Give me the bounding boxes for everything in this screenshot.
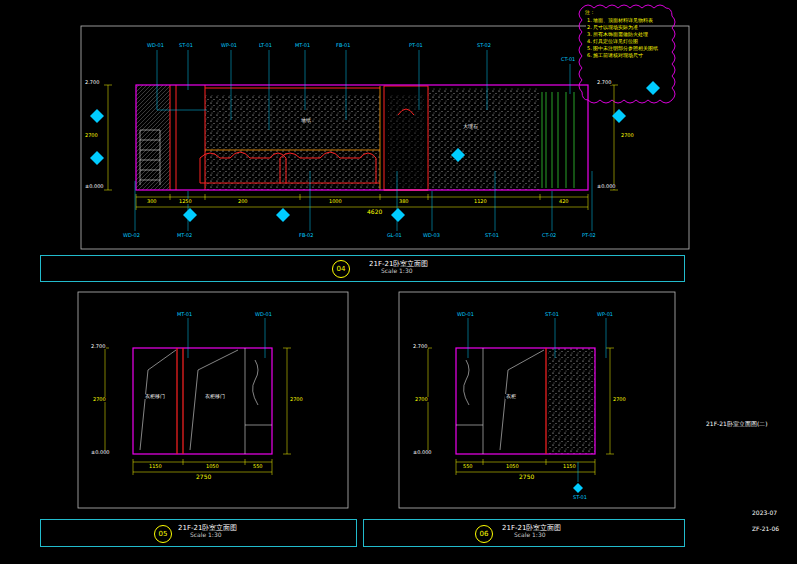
drawing-label: WD-03 bbox=[422, 233, 441, 238]
drawing-label: 550 bbox=[462, 464, 474, 469]
drawing-label: 2.700 bbox=[412, 344, 428, 349]
drawing-label: WD-02 bbox=[122, 233, 141, 238]
drawing-label: 1050 bbox=[505, 464, 520, 469]
drawing-label: WP-01 bbox=[220, 43, 238, 48]
drawing-label: 大理石 bbox=[462, 124, 479, 129]
view-title: 21F-21卧室立面图 bbox=[502, 524, 561, 532]
drawing-label: 2023-07 bbox=[751, 510, 778, 516]
drawing-label: 2750 bbox=[518, 474, 535, 480]
drawing-label: 3. 所有木饰面需做防火处理 bbox=[586, 32, 649, 37]
drawing-label: LT-01 bbox=[258, 43, 273, 48]
drawing-label: 200 bbox=[237, 199, 249, 204]
drawing-label: WD-01 bbox=[456, 312, 475, 317]
view-number: 04 bbox=[337, 265, 346, 273]
drawing-label: 1. 墙面、顶面材料详见物料表 bbox=[586, 18, 654, 23]
drawing-label: ±0.000 bbox=[84, 184, 105, 189]
drawing-label: 1150 bbox=[562, 464, 577, 469]
drawing-label: 420 bbox=[558, 199, 570, 204]
drawing-label: MT-01 bbox=[176, 312, 193, 317]
drawing-label: 300 bbox=[146, 199, 158, 204]
drawing-label: WD-01 bbox=[146, 43, 165, 48]
drawing-label: 6. 施工前请核对现场尺寸 bbox=[586, 53, 644, 58]
drawing-label: ST-01 bbox=[178, 43, 194, 48]
drawing-label: 1120 bbox=[473, 199, 488, 204]
drawing-label: ±0.000 bbox=[90, 450, 111, 455]
drawing-label: MT-02 bbox=[176, 233, 193, 238]
drawing-label: GL-01 bbox=[386, 233, 403, 238]
drawing-label: 380 bbox=[398, 199, 410, 204]
scale-note: Scale 1:30 bbox=[502, 532, 561, 539]
drawing-label: 2.700 bbox=[596, 80, 612, 85]
drawing-label: CT-02 bbox=[541, 233, 557, 238]
title-band: 21F-21卧室立面图Scale 1:30 05 bbox=[40, 519, 357, 547]
drawing-label: 衣柜移门 bbox=[144, 394, 166, 399]
drawing-label: ±0.000 bbox=[596, 184, 617, 189]
drawing-label: 2700 bbox=[84, 133, 99, 138]
view-title: 21F-21卧室立面图 bbox=[369, 260, 428, 268]
drawing-label: WD-01 bbox=[254, 312, 273, 317]
drawing-label: 2700 bbox=[414, 397, 429, 402]
drawing-label: ST-02 bbox=[476, 43, 492, 48]
drawing-label: 2700 bbox=[620, 133, 635, 138]
drawing-label: 2.700 bbox=[84, 80, 100, 85]
drawing-label: ZF-21-06 bbox=[751, 526, 780, 532]
drawing-label: CT-01 bbox=[560, 57, 576, 62]
view-number-circle: 06 bbox=[475, 525, 493, 543]
drawing-label: 2700 bbox=[92, 397, 107, 402]
scale-note: Scale 1:30 bbox=[178, 532, 237, 539]
drawing-label: 4. 灯具定位详见灯位图 bbox=[586, 39, 639, 44]
drawing-label: 注： bbox=[584, 10, 596, 15]
drawing-label: 1150 bbox=[148, 464, 163, 469]
view-number: 05 bbox=[159, 530, 168, 538]
view-title: 21F-21卧室立面图 bbox=[178, 524, 237, 532]
drawing-label: 2. 尺寸以现场实际为准 bbox=[586, 25, 639, 30]
drawing-label: 1050 bbox=[205, 464, 220, 469]
drawing-label: 5. 图中未注明部分参照相关图纸 bbox=[586, 46, 659, 51]
drawing-label: 衣柜移门 bbox=[204, 394, 226, 399]
drawing-label: ST-01 bbox=[484, 233, 500, 238]
drawing-label: 4620 bbox=[366, 209, 383, 215]
drawing-label: 2700 bbox=[289, 397, 304, 402]
drawing-label: 2750 bbox=[195, 474, 212, 480]
view-number-circle: 05 bbox=[154, 525, 172, 543]
drawing-label: PT-01 bbox=[408, 43, 424, 48]
drawing-label: PT-02 bbox=[581, 233, 597, 238]
view-number: 06 bbox=[480, 530, 489, 538]
drawing-label: 2.700 bbox=[90, 344, 106, 349]
drawing-label: FB-01 bbox=[335, 43, 351, 48]
drawing-label: MT-01 bbox=[294, 43, 311, 48]
drawing-label: 衣柜 bbox=[505, 394, 517, 399]
title-band: 21F-21卧室立面图Scale 1:30 04 bbox=[40, 255, 685, 282]
drawing-label: FB-02 bbox=[298, 233, 314, 238]
drawing-label: 550 bbox=[252, 464, 264, 469]
view-number-circle: 04 bbox=[332, 260, 350, 278]
drawing-label: 1000 bbox=[328, 199, 343, 204]
drawing-label: ±0.000 bbox=[412, 450, 433, 455]
drawing-label: ST-01 bbox=[544, 312, 560, 317]
drawing-label: 2700 bbox=[612, 397, 627, 402]
drawing-label: 墙纸 bbox=[300, 118, 312, 123]
drawing-label: WP-01 bbox=[596, 312, 614, 317]
title-band: 21F-21卧室立面图Scale 1:30 06 bbox=[363, 519, 685, 547]
drawing-label: 21F-21卧室立面图(二) bbox=[705, 421, 769, 427]
scale-note: Scale 1:30 bbox=[369, 268, 428, 275]
drawing-label: ST-01 bbox=[572, 495, 588, 500]
drawing-label: 1250 bbox=[178, 199, 193, 204]
